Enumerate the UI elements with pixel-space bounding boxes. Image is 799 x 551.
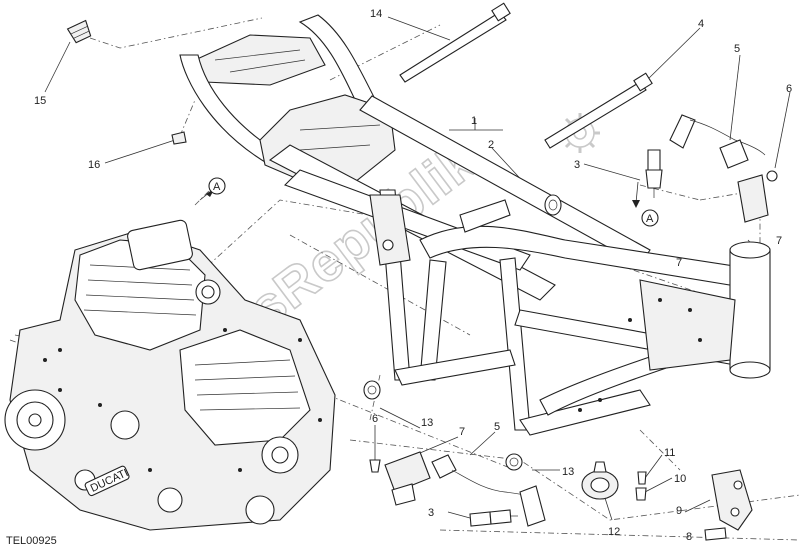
part-5-plug-cap-lower [431,454,546,527]
callout-7-lower-label: 7 [459,426,465,438]
part-7-ignition-coil-lower [384,451,431,506]
diagram-code: TEL00925 [6,535,57,547]
callout-10: 10 [674,473,686,485]
callout-15: 15 [34,95,46,107]
part-15-rubber-plug [66,19,92,44]
leader-lines [44,16,791,521]
frame [179,14,771,436]
callout-4: 4 [698,18,704,30]
part-3-spark-plug-top [645,149,663,198]
callout-labels: 15 16 14 1 2 4 3 5 6 7 7 13 6 7 5 13 3 1… [34,8,792,543]
callout-14: 14 [370,8,382,20]
part-7-ignition-coil-top [737,170,778,223]
callout-6-lower: 6 [372,413,378,425]
part-6-bolt-lower [369,459,381,473]
callout-7-top: 7 [776,235,782,247]
ref-a-engine-label: A [213,181,221,193]
callout-5-lower: 5 [494,421,500,433]
callout-2: 2 [488,139,494,151]
callout-7-right: 7 [676,257,682,269]
reference-arrow-a-engine: A [199,177,226,201]
part-12-horn [581,461,619,500]
callout-8: 8 [686,531,692,543]
part-2-bushing [544,194,562,216]
callout-5-top: 5 [734,43,740,55]
part-14-long-bolt [399,2,511,83]
engine-block: DUCATI [4,219,336,531]
part-10-bolt [635,487,647,501]
part-16-grommet [171,131,187,145]
callout-11: 11 [664,447,675,459]
reference-arrow-a-top: A [632,181,659,227]
part-9-bracket [711,469,753,531]
part-8-bolt [704,527,727,541]
part-4-bolt [544,72,653,149]
callout-6-top: 6 [786,83,792,95]
part-5-plug-cap-top [669,114,766,169]
part-11-bolt [637,471,647,485]
callout-1: 1 [471,115,477,127]
callout-13-right: 13 [562,466,574,478]
callout-3-lower: 3 [428,507,434,519]
callout-16: 16 [88,159,100,171]
part-13-bushing-right [505,453,523,471]
callout-12: 12 [608,526,620,538]
callout-13-left: 13 [421,417,433,429]
part-13-bushing-left [363,380,381,400]
part-3-spark-plug-lower [469,509,518,527]
ref-a-top-label: A [646,213,654,225]
callout-3-top: 3 [574,159,580,171]
callout-9: 9 [676,505,682,517]
